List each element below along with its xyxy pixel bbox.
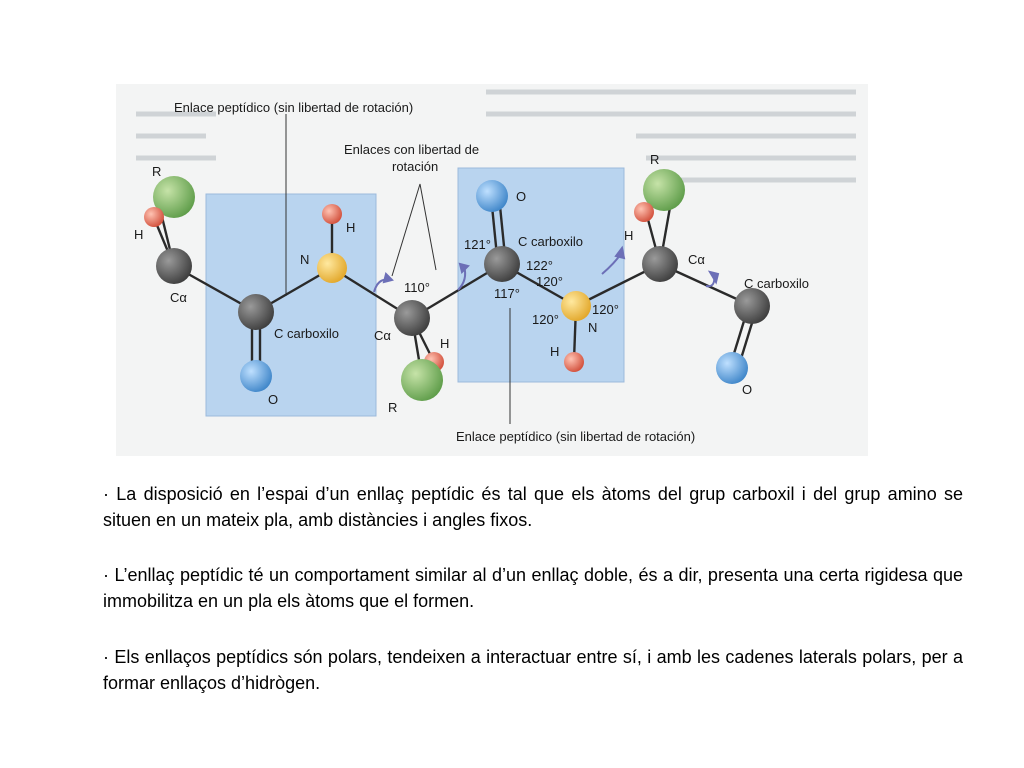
rotation-arrows: [373, 245, 720, 293]
label-c-carboxilo-left: C carboxilo: [274, 326, 339, 341]
oxygen-right: [476, 180, 508, 212]
carboxyl-carbon-right: [734, 288, 770, 324]
label-o-right: O: [516, 189, 526, 204]
alpha-carbon-mid: [394, 300, 430, 336]
nitrogen-right: [561, 291, 591, 321]
carboxyl-carbon-mid: [484, 246, 520, 282]
faint-background-text: [136, 89, 856, 183]
label-h-right: H: [624, 228, 633, 243]
label-angle-122: 122°: [526, 258, 553, 273]
leader-line-rotation: [391, 183, 437, 277]
label-c-carboxilo-right: C carboxilo: [744, 276, 809, 291]
label-h-mid: H: [440, 336, 449, 351]
label-h-n-left: H: [346, 220, 355, 235]
label-c-carboxilo-mid: C carboxilo: [518, 234, 583, 249]
alpha-carbon-left: [156, 248, 192, 284]
hydrogen-left: [144, 207, 164, 227]
r-group-mid: [401, 359, 443, 401]
peptide-bond-diagram: Enlace peptídico (sin libertad de rotaci…: [116, 84, 868, 456]
label-ca-left: Cα: [170, 290, 187, 305]
label-r-mid: R: [388, 400, 397, 415]
label-angle-121: 121°: [464, 237, 491, 252]
label-angle-120a: 120°: [536, 274, 563, 289]
label-enlaces-libertad-1: Enlaces con libertad de: [344, 142, 479, 157]
carboxyl-carbon-left: [238, 294, 274, 330]
hydrogen-n-right: [564, 352, 584, 372]
label-n-left: N: [300, 252, 309, 267]
paragraph-2: · L’enllaç peptídic té un comportament s…: [103, 565, 963, 611]
label-angle-120c: 120°: [532, 312, 559, 327]
label-r-right: R: [650, 152, 659, 167]
atoms: [144, 169, 770, 401]
label-r-left: R: [152, 164, 161, 179]
hydrogen-right: [634, 202, 654, 222]
label-ca-mid: Cα: [374, 328, 391, 343]
label-n-right: N: [588, 320, 597, 335]
label-enlace-top: Enlace peptídico (sin libertad de rotaci…: [174, 100, 413, 115]
r-group-left: [153, 176, 195, 218]
oxygen-end: [716, 352, 748, 384]
paragraph-3: · Els enllaços peptídics són polars, ten…: [103, 647, 963, 693]
nitrogen-left: [317, 253, 347, 283]
label-ca-right: Cα: [688, 252, 705, 267]
label-o-left: O: [268, 392, 278, 407]
peptide-plane-left: [205, 193, 377, 417]
label-h-left: H: [134, 227, 143, 242]
oxygen-left: [240, 360, 272, 392]
r-group-right: [643, 169, 685, 211]
label-angle-120b: 120°: [592, 302, 619, 317]
hydrogen-n-left: [322, 204, 342, 224]
alpha-carbon-right: [642, 246, 678, 282]
label-o-end: O: [742, 382, 752, 397]
paragraph-1: · La disposició en l’espai d’un enllaç p…: [103, 484, 963, 530]
label-angle-117: 117°: [494, 286, 520, 301]
label-enlace-bottom: Enlace peptídico (sin libertad de rotaci…: [456, 429, 695, 444]
label-angle-110: 110°: [404, 280, 430, 295]
label-h-n-right: H: [550, 344, 559, 359]
label-enlaces-libertad-2: rotación: [392, 159, 438, 174]
